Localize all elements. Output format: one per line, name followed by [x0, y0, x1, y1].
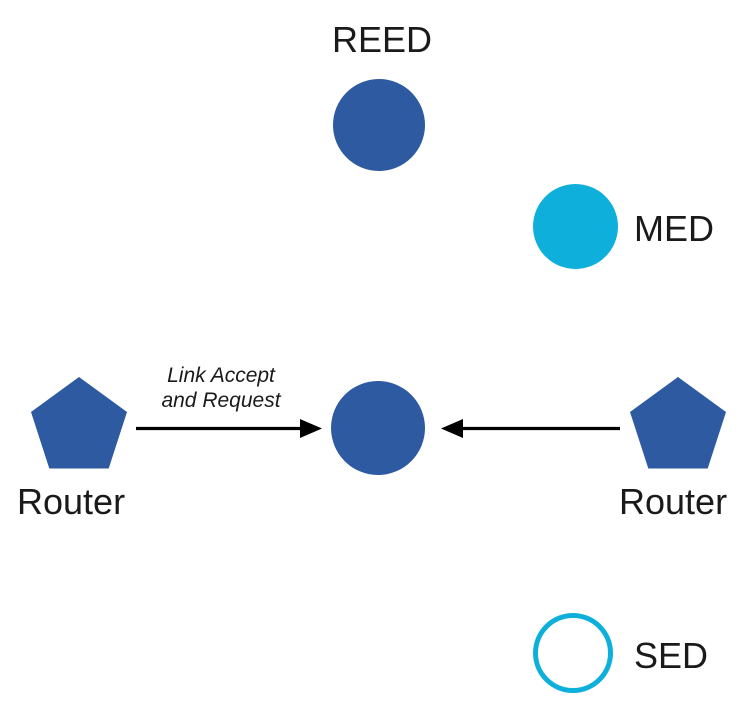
node-label-med: MED [634, 208, 714, 249]
node-sed[interactable] [533, 613, 613, 693]
node-med[interactable] [533, 184, 618, 269]
node-label-router-left: Router [17, 481, 126, 522]
edge-left [136, 419, 322, 438]
edge-label-left: Link Accept and Request [161, 364, 281, 412]
node-reed[interactable] [333, 79, 425, 171]
node-label-sed: SED [634, 635, 709, 676]
edge-right [441, 419, 620, 438]
node-label-router-right: Router [619, 481, 728, 522]
node-leader[interactable] [331, 381, 425, 475]
node-label-reed: REED [332, 19, 433, 60]
node-router-left[interactable] [29, 375, 129, 471]
node-router-right[interactable] [628, 375, 728, 471]
